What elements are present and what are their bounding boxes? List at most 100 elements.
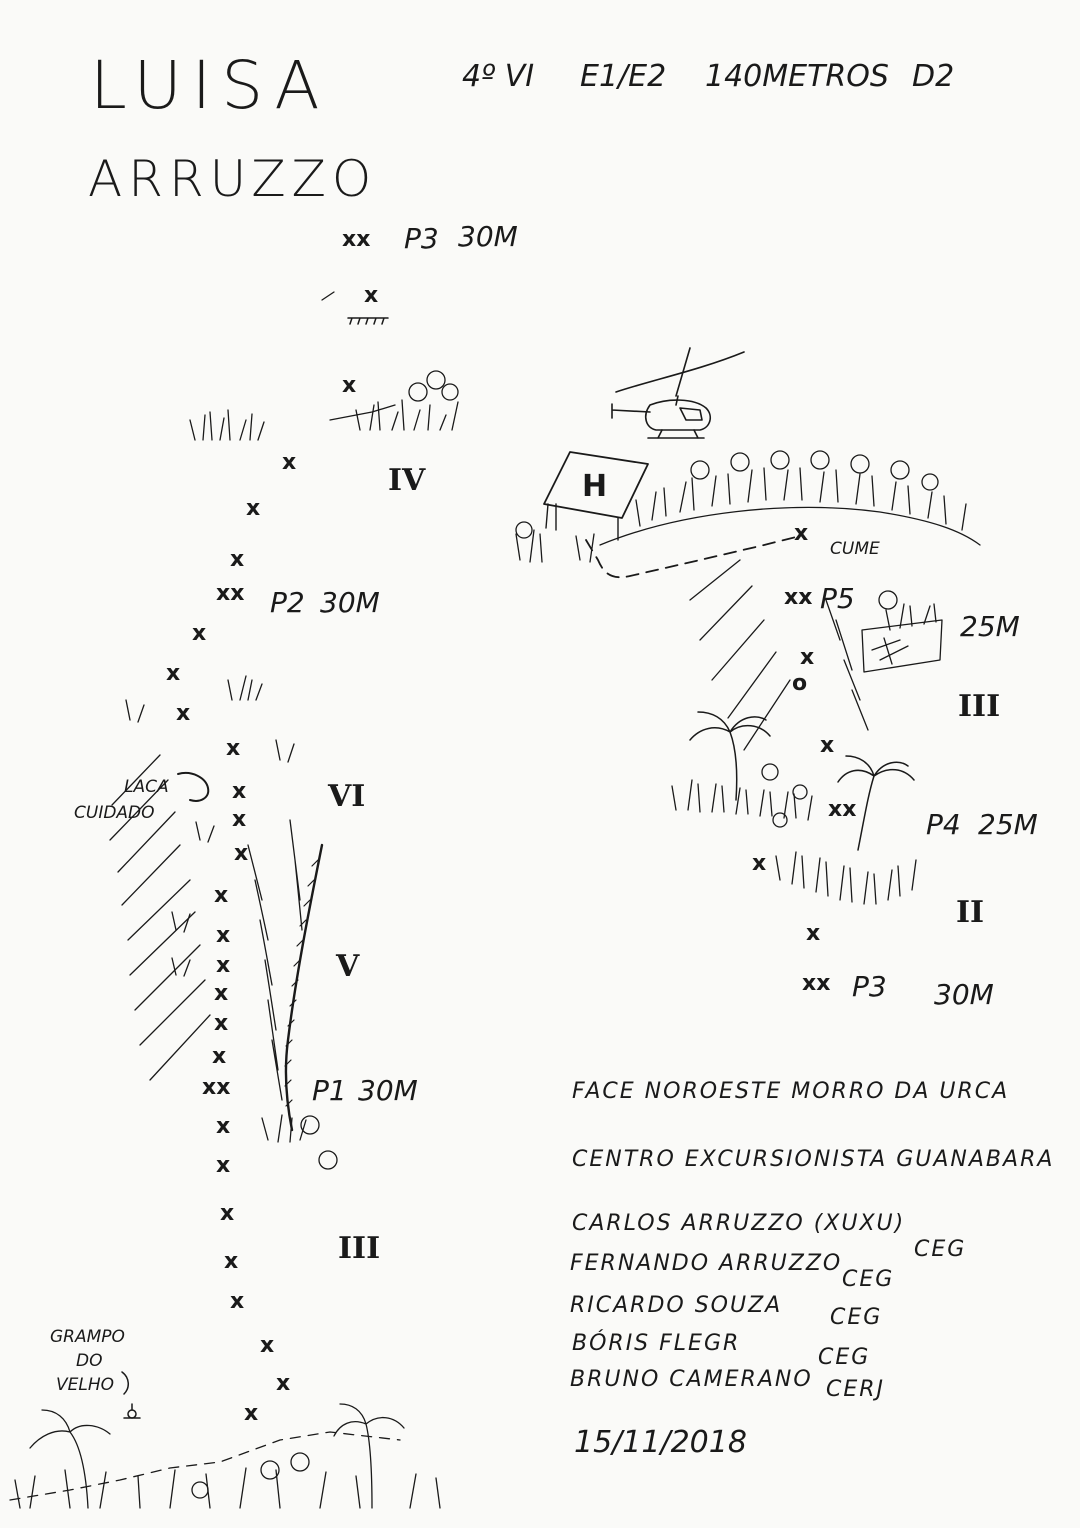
double-bolt-p2: xx bbox=[216, 581, 244, 606]
header-duration: D2 bbox=[912, 59, 954, 94]
header-length: 140METROS bbox=[705, 59, 889, 94]
title-line-2: ARRUZZO bbox=[88, 150, 377, 208]
helipad-letter: H bbox=[582, 469, 607, 504]
bolt: x bbox=[364, 283, 378, 308]
right-route-vegetation bbox=[671, 763, 917, 905]
palm-tree-icon bbox=[837, 755, 915, 851]
start-label-line-2: DO bbox=[76, 1351, 102, 1371]
bolt: x bbox=[166, 661, 180, 686]
left-route-rock-hatching bbox=[109, 754, 303, 1101]
belay-p3-right-name: P3 bbox=[852, 970, 887, 1003]
bolt-summit: x bbox=[794, 521, 808, 546]
bolt: x bbox=[216, 1153, 230, 1178]
bolt: x bbox=[282, 450, 296, 475]
bolt: x bbox=[192, 621, 206, 646]
header-grade: 4º VI bbox=[462, 59, 534, 94]
climber-name: BÓRIS FLEGR bbox=[572, 1330, 740, 1356]
bolt: x bbox=[230, 1289, 244, 1314]
double-bolt-p1: xx bbox=[202, 1075, 230, 1100]
bolt: x bbox=[234, 841, 248, 866]
bolt: x bbox=[216, 923, 230, 948]
left-route-overhang bbox=[321, 291, 396, 421]
bolt: x bbox=[216, 953, 230, 978]
bolt: x bbox=[246, 496, 260, 521]
double-bolt-p4: xx bbox=[828, 797, 856, 822]
bolt: x bbox=[214, 883, 228, 908]
base-vegetation bbox=[9, 1403, 441, 1509]
bolt: x bbox=[224, 1249, 238, 1274]
double-bolt-p3-right: xx bbox=[802, 971, 830, 996]
left-route-laca-flake bbox=[177, 772, 210, 802]
belay-p2-length: 30M bbox=[320, 586, 380, 619]
bolt: x bbox=[220, 1201, 234, 1226]
bolt: x bbox=[214, 1011, 228, 1036]
start-bolt-icon bbox=[123, 1403, 141, 1419]
p5-ledge-vegetation bbox=[861, 590, 943, 673]
climber-name: BRUNO CAMERANO bbox=[570, 1367, 813, 1392]
header-exposure: E1/E2 bbox=[580, 59, 666, 94]
left-route-bolts: xx x x x x x xx x x x x x x x x x x x x … bbox=[166, 227, 378, 1426]
belay-p5-length: 25M bbox=[960, 610, 1020, 643]
helipad: H bbox=[543, 451, 649, 541]
start-bracket bbox=[121, 1371, 129, 1395]
note-laca: LACA bbox=[124, 777, 169, 797]
pitch-grade-ii: II bbox=[956, 895, 984, 930]
pitch-grade-v: V bbox=[335, 949, 360, 984]
belay-p3-right-length: 30M bbox=[934, 978, 994, 1011]
title-line-1: LUISA bbox=[90, 47, 330, 124]
bolt: x bbox=[276, 1371, 290, 1396]
bolt: x bbox=[342, 373, 356, 398]
belay-p1-length: 30M bbox=[358, 1074, 418, 1107]
bolt: x bbox=[232, 807, 246, 832]
palm-tree-icon bbox=[689, 711, 771, 801]
right-route-rock-hatching bbox=[689, 559, 869, 751]
vegetation-tufts-left bbox=[125, 370, 459, 1170]
route-date: 15/11/2018 bbox=[574, 1425, 747, 1460]
bolt: x bbox=[176, 701, 190, 726]
climber-club: CERJ bbox=[826, 1377, 885, 1402]
hole-anchor: o bbox=[792, 671, 807, 696]
start-label-line-1: GRAMPO bbox=[50, 1327, 125, 1347]
descent-trail bbox=[585, 535, 801, 579]
climber-club: CEG bbox=[842, 1267, 894, 1292]
bolt: x bbox=[244, 1401, 258, 1426]
bolt: x bbox=[226, 736, 240, 761]
bolt: x bbox=[752, 851, 766, 876]
climber-club: CEG bbox=[830, 1305, 882, 1330]
helicopter-icon bbox=[611, 347, 745, 439]
summit-vegetation bbox=[515, 450, 981, 563]
pitch-grade-vi: VI bbox=[327, 779, 365, 814]
bolt: x bbox=[806, 921, 820, 946]
belay-p3-name: P3 bbox=[404, 222, 439, 255]
climber-name: CARLOS ARRUZZO (XUXU) bbox=[572, 1211, 905, 1236]
pitch-grade-iv: IV bbox=[388, 463, 426, 498]
bolt: x bbox=[820, 733, 834, 758]
start-label-line-3: VELHO bbox=[56, 1375, 114, 1395]
belay-p4-name: P4 bbox=[926, 808, 961, 841]
bolt: x bbox=[212, 1044, 226, 1069]
belay-p3-length: 30M bbox=[458, 220, 518, 253]
double-bolt-p3: xx bbox=[342, 227, 370, 252]
pitch-grade-iii: III bbox=[338, 1231, 380, 1266]
left-route-dihedral-crack bbox=[284, 843, 324, 1132]
belay-p4-length: 25M bbox=[978, 808, 1038, 841]
pitch-grade-iii-right: III bbox=[958, 689, 1000, 724]
right-route-bolts: x xx x o x xx x x xx bbox=[752, 521, 856, 996]
belay-p1-name: P1 bbox=[312, 1074, 347, 1107]
note-cuidado: CUIDADO bbox=[74, 803, 155, 823]
bolt: x bbox=[214, 981, 228, 1006]
belay-p5-name: P5 bbox=[820, 582, 855, 615]
double-bolt-p5: xx bbox=[784, 585, 812, 610]
climber-club: CEG bbox=[914, 1237, 966, 1262]
bolt: x bbox=[216, 1114, 230, 1139]
belay-p2-name: P2 bbox=[270, 586, 305, 619]
bolt: x bbox=[260, 1333, 274, 1358]
summit-label: CUME bbox=[830, 539, 880, 559]
info-club: CENTRO EXCURSIONISTA GUANABARA bbox=[572, 1147, 1054, 1172]
climber-name: FERNANDO ARRUZZO bbox=[570, 1251, 842, 1276]
bolt: x bbox=[800, 645, 814, 670]
info-face: FACE NOROESTE MORRO DA URCA bbox=[572, 1079, 1009, 1104]
climbers-list: CARLOS ARRUZZO (XUXU) CEG FERNANDO ARRUZ… bbox=[570, 1211, 966, 1402]
bolt: x bbox=[232, 779, 246, 804]
